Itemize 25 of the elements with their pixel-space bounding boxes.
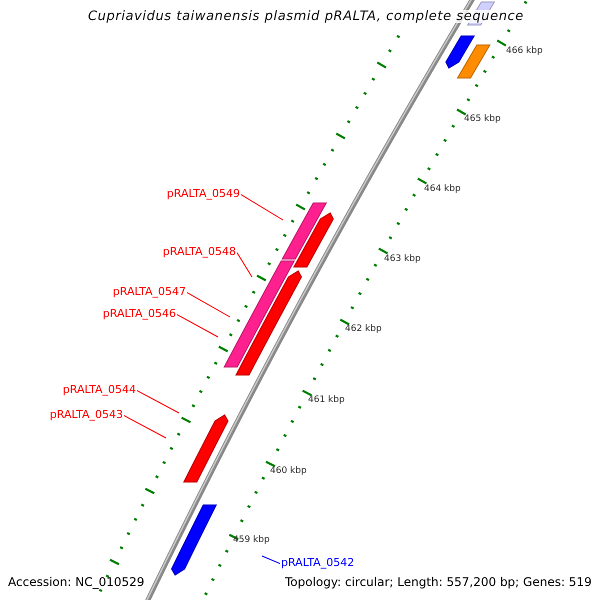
scale-label: 463 kbp [384,255,421,264]
leader-line [136,390,180,414]
leader-line [176,314,218,338]
scale-label: 464 kbp [424,185,461,194]
scale-label: 462 kbp [345,325,382,334]
scale-label: 466 kbp [506,47,543,56]
leader-line [186,292,230,318]
leader-line [262,556,280,564]
scale-label: 459 kbp [233,536,270,545]
gene-label: pRALTA_0546 [102,308,176,319]
scale-label: 461 kbp [308,396,345,405]
gene-label: pRALTA_0543 [50,409,123,420]
gene-label: pRALTA_0547 [112,286,186,297]
gene-label: pRALTA_0549 [166,188,240,199]
leader-line [124,415,166,438]
leader-line [240,194,284,220]
scale-label: 460 kbp [270,467,307,476]
leader-line [236,252,252,278]
gene-label: pRALTA_0544 [62,384,136,395]
footer-text: Topology: circular; Length: 557,200 bp; Genes: 519 [285,576,592,588]
footer-text: Accession: NC_010529 [8,576,144,588]
scale-label: 465 kbp [464,115,501,124]
gene-label: pRALTA_0548 [162,246,236,257]
title: Cupriavidus taiwanensis plasmid pRALTA, complete sequence [88,10,524,23]
gene-label: pRALTA_0542 [281,557,354,568]
